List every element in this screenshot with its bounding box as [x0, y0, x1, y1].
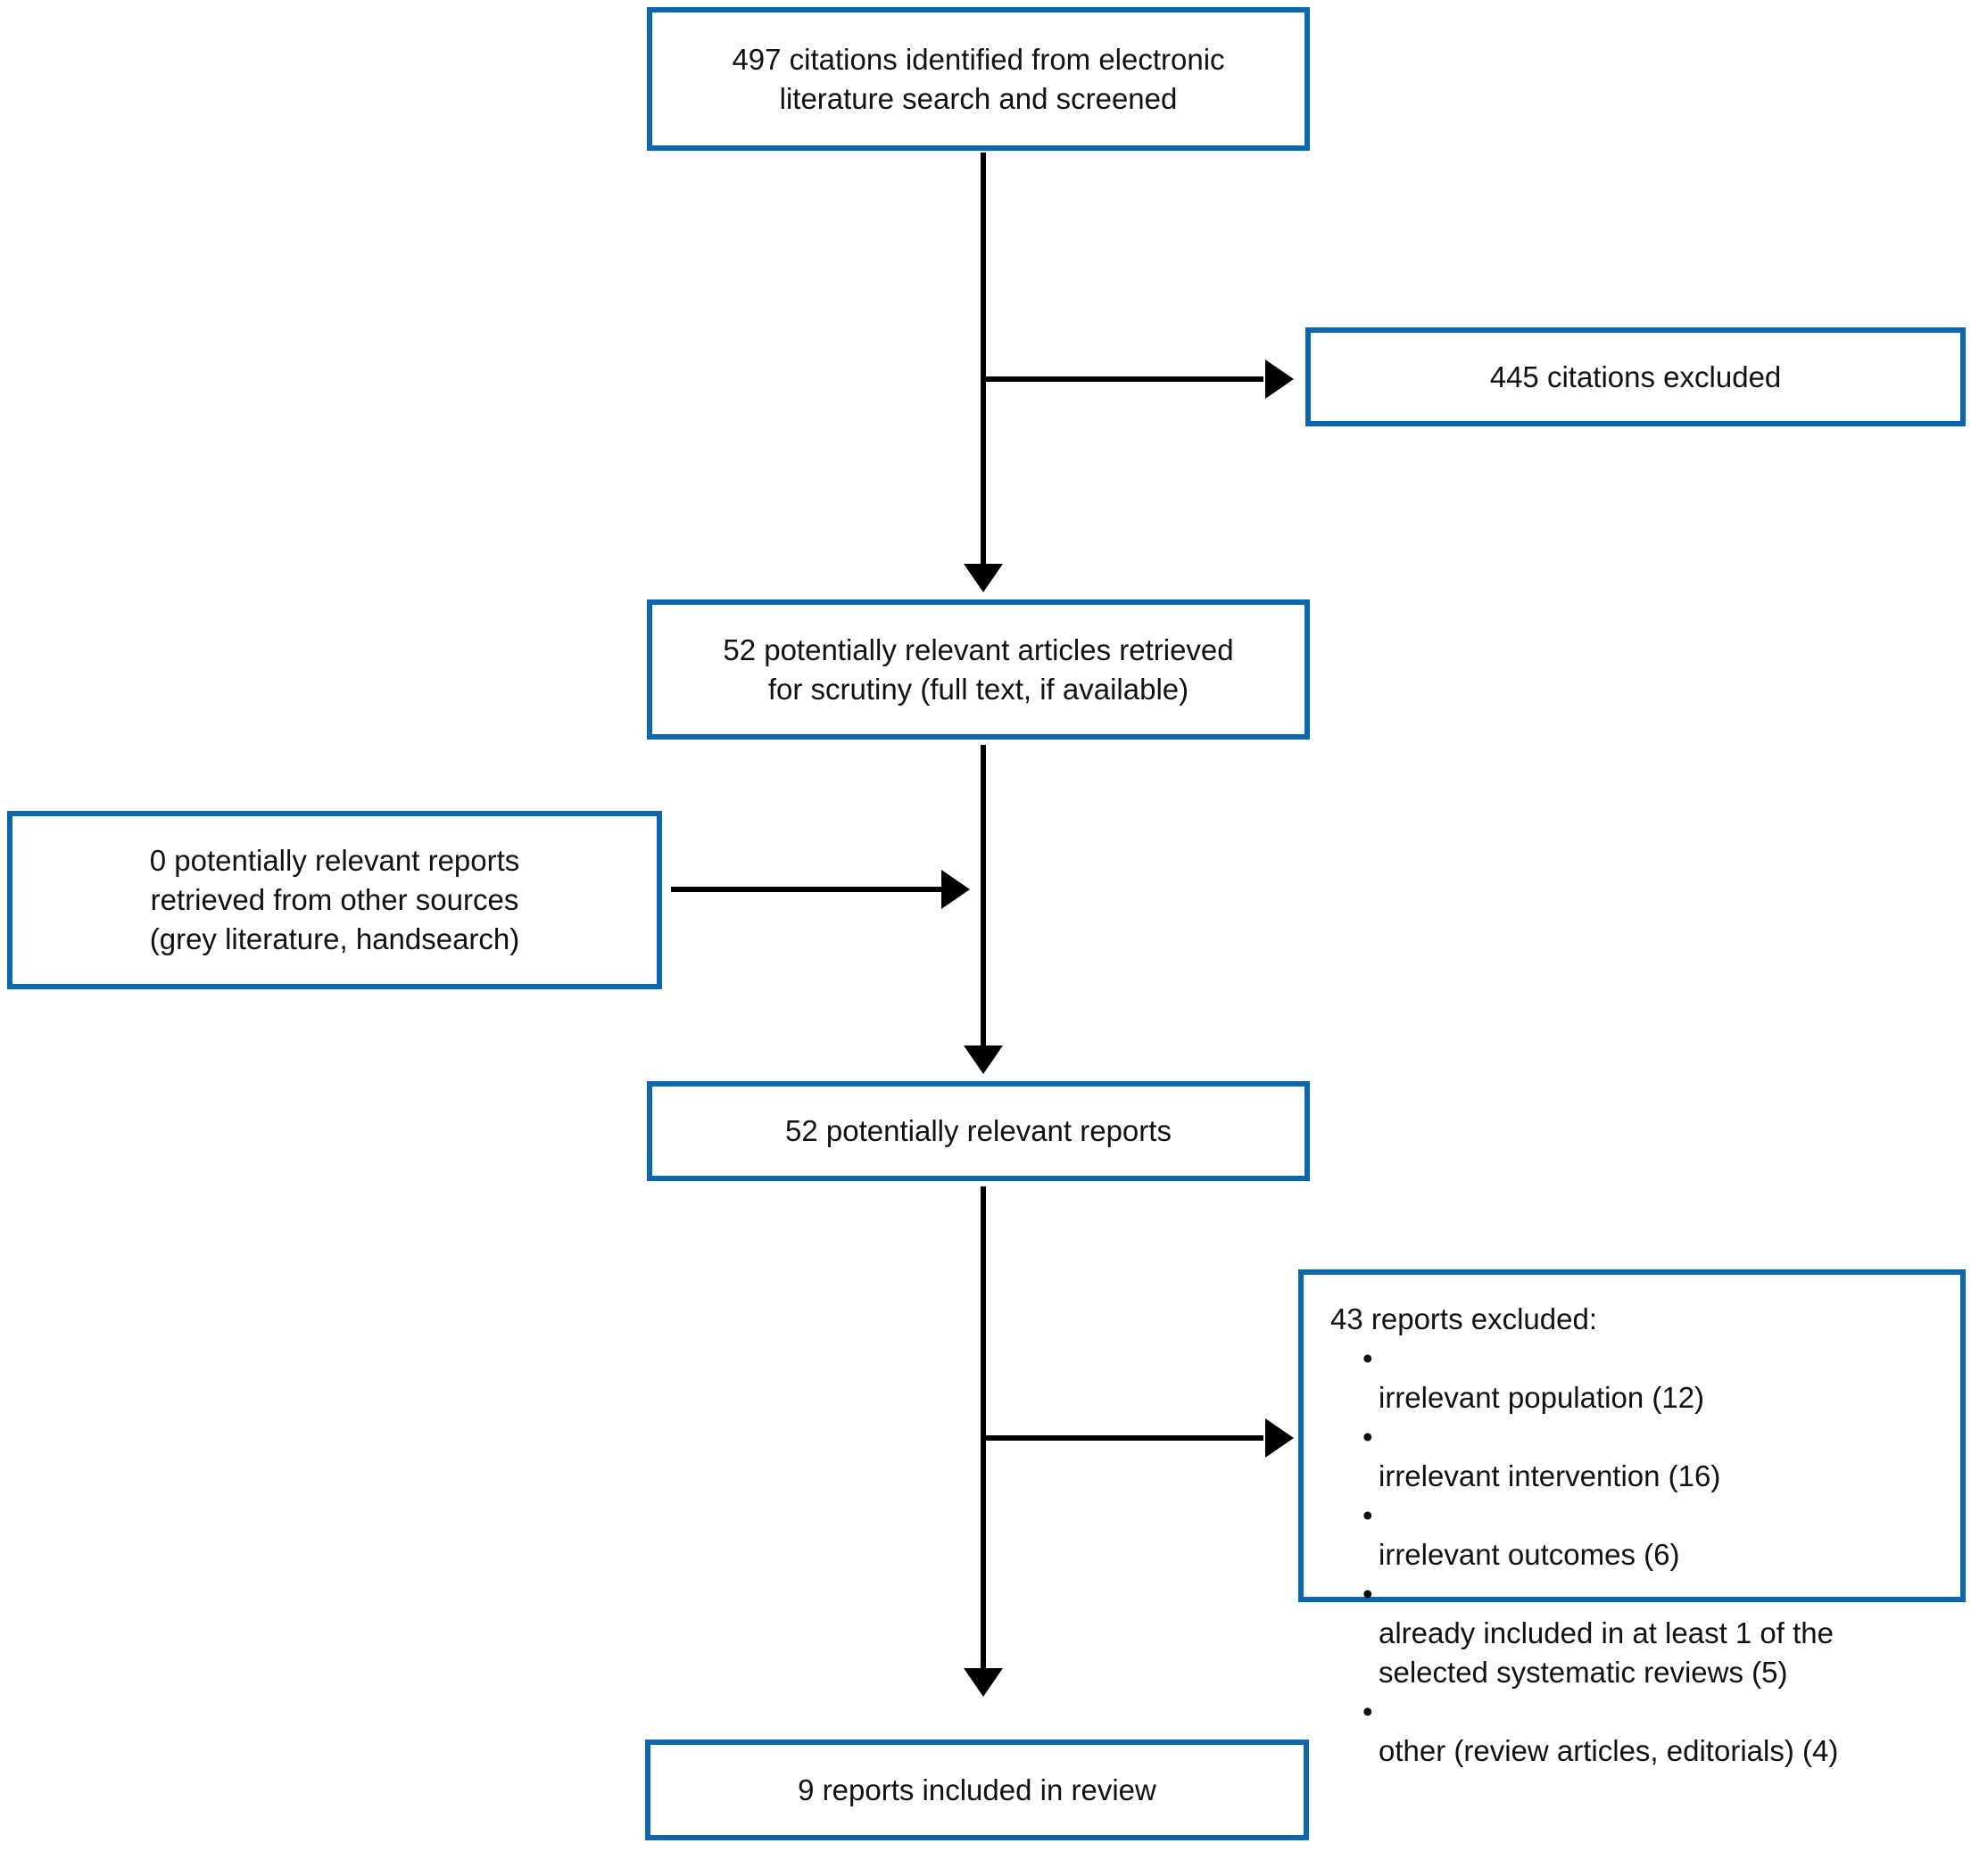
arrow-retrieved-to-relevant [964, 745, 1003, 1074]
box-reports-included-text: 9 reports included in review [798, 1773, 1156, 1806]
arrow-other-sources-to-flow [671, 870, 970, 909]
reports-excluded-title: 43 reports excluded: [1330, 1302, 1598, 1335]
arrow-branch-to-reports-excluded [983, 1418, 1294, 1458]
bullet-glyph: • [1362, 1499, 1373, 1532]
box-citations-excluded: 445 citations excluded [1305, 327, 1966, 426]
excluded-reason-item: •irrelevant outcomes (6) [1362, 1496, 1957, 1574]
box-relevant-reports-text: 52 potentially relevant reports [785, 1114, 1172, 1147]
box-other-sources: 0 potentially relevant reports retrieved… [7, 811, 662, 989]
bullet-glyph: • [1362, 1420, 1373, 1453]
arrow-relevant-to-included [964, 1186, 1003, 1697]
box-relevant-reports: 52 potentially relevant reports [647, 1081, 1310, 1181]
excluded-reason-item: •irrelevant intervention (16) [1362, 1417, 1957, 1496]
excluded-reason-text: already included in at least 1 of the se… [1379, 1616, 1834, 1689]
box-citations-identified: 497 citations identified from electronic… [647, 7, 1310, 151]
box-citations-identified-text: 497 citations identified from electronic… [732, 42, 1225, 115]
bullet-glyph: • [1362, 1695, 1373, 1728]
box-other-sources-text: 0 potentially relevant reports retrieved… [149, 844, 520, 955]
excluded-reason-text: irrelevant population (12) [1379, 1381, 1705, 1414]
arrow-identified-to-retrieved [964, 153, 1003, 592]
box-articles-retrieved: 52 potentially relevant articles retriev… [647, 599, 1310, 740]
box-reports-included: 9 reports included in review [645, 1740, 1309, 1840]
bullet-glyph: • [1362, 1577, 1373, 1610]
arrow-branch-to-citations-excluded [983, 359, 1294, 399]
box-citations-excluded-text: 445 citations excluded [1489, 359, 1782, 393]
excluded-reason-text: irrelevant outcomes (6) [1379, 1538, 1680, 1571]
excluded-reason-item: •already included in at least 1 of the s… [1362, 1574, 1957, 1692]
excluded-reason-text: irrelevant intervention (16) [1379, 1459, 1721, 1492]
reports-excluded-list: •irrelevant population (12) •irrelevant … [1330, 1339, 1957, 1771]
box-articles-retrieved-text: 52 potentially relevant articles retriev… [723, 632, 1234, 706]
excluded-reason-item: •other (review articles, editorials) (4) [1362, 1692, 1957, 1771]
excluded-reason-text: other (review articles, editorials) (4) [1379, 1734, 1839, 1767]
bullet-glyph: • [1362, 1342, 1373, 1375]
box-reports-excluded: 43 reports excluded: •irrelevant populat… [1298, 1269, 1966, 1767]
excluded-reason-item: •irrelevant population (12) [1362, 1339, 1957, 1417]
